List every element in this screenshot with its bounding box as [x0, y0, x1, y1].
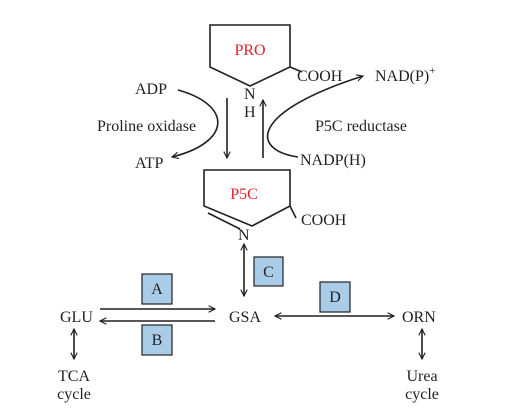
pro-ring: [209, 24, 291, 87]
enzyme-box-a-label: A: [151, 281, 163, 298]
p5c-cooh-label: COOH: [301, 212, 347, 229]
atp-label: ATP: [135, 155, 164, 172]
pro-cooh-label: COOH: [297, 68, 343, 85]
gsa-label: GSA: [229, 309, 261, 326]
enzyme-box-c: [253, 256, 284, 287]
p5c-label: P5C: [230, 186, 258, 203]
enzyme-box-a: [141, 273, 173, 305]
nadp-plus-label: NAD(P)+: [375, 65, 435, 85]
enzyme-box-b-label: B: [152, 332, 163, 349]
pro-hydrogen-label: H: [244, 104, 256, 121]
orn-label: ORN: [402, 309, 436, 326]
nadph-to-nadp-arrow: [266, 76, 363, 158]
proline-oxidase-label: Proline oxidase: [97, 118, 196, 135]
glu-label: GLU: [60, 309, 93, 326]
adp-label: ADP: [135, 81, 167, 98]
urea-label-line1: Urea: [406, 368, 437, 385]
p5c-nitrogen-label: N: [238, 227, 250, 244]
p5c-double-bond: [207, 212, 241, 230]
tca-label-line2: cycle: [57, 386, 91, 403]
pro-label: PRO: [234, 42, 265, 59]
enzyme-box-c-label: C: [263, 264, 274, 281]
enzyme-box-b: [141, 324, 173, 356]
enzyme-box-d: [319, 281, 351, 313]
enzyme-box-d-label: D: [329, 289, 341, 306]
urea-label-line2: cycle: [405, 386, 439, 403]
adp-to-atp-arrow: [172, 89, 219, 157]
pro-cooh-bond: [289, 66, 303, 73]
pro-nitrogen-label: N: [244, 86, 256, 103]
tca-label-line1: TCA: [58, 368, 90, 385]
p5c-reductase-label: P5C reductase: [315, 118, 407, 135]
p5c-cooh-bond: [289, 205, 297, 219]
nadph-label: NADP(H): [300, 152, 366, 169]
p5c-ring: [203, 169, 291, 227]
